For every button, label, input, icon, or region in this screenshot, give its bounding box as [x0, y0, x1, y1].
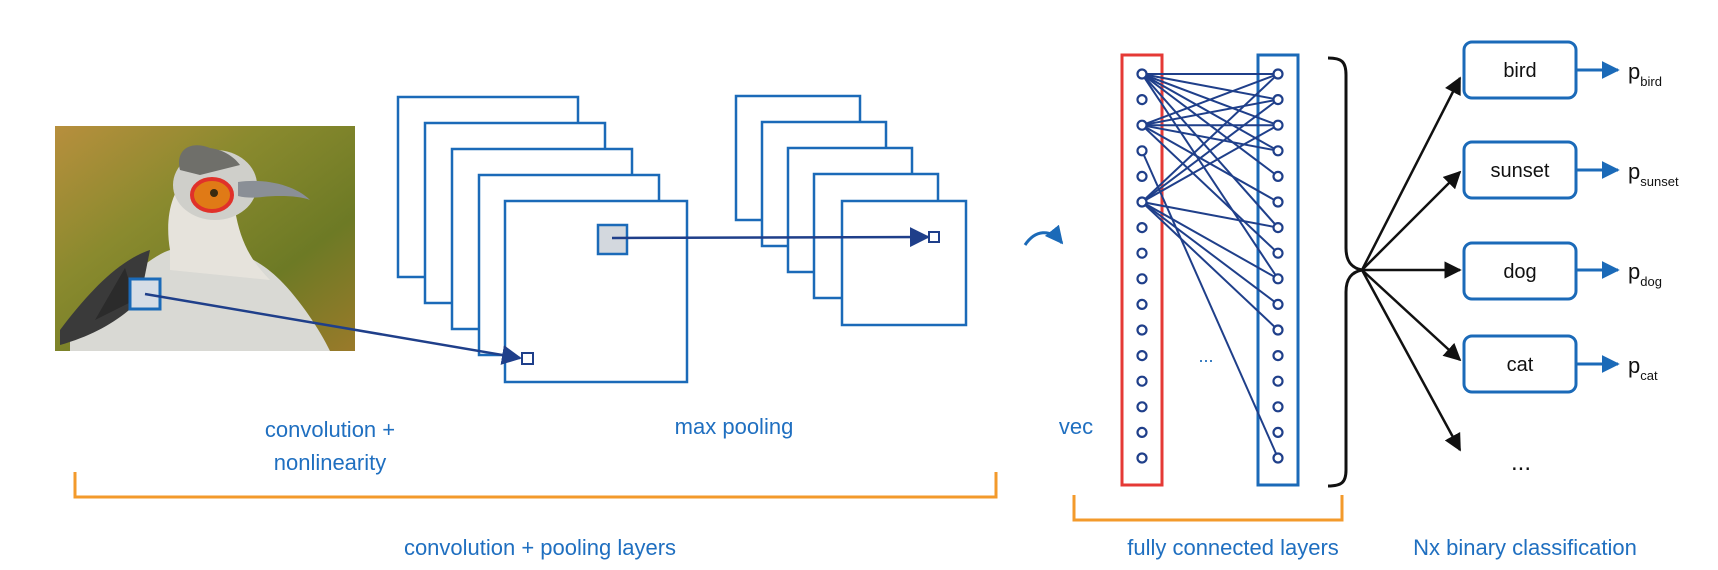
pool-output-pixel — [928, 231, 940, 243]
fc-connection-line — [1141, 73, 1279, 280]
fully-connected-label: fully connected layers — [1127, 535, 1339, 560]
fc-neuron — [1272, 401, 1284, 413]
vec-neuron — [1136, 145, 1148, 157]
vec-neuron — [1136, 298, 1148, 310]
fc-connection-line — [1141, 201, 1279, 280]
fc-neuron — [1272, 452, 1284, 464]
fc-neuron — [1272, 68, 1284, 80]
conv-mapping-arrow — [144, 292, 522, 365]
arrow-to-sunset — [1361, 170, 1462, 271]
convolution-label-line1: convolution + — [265, 417, 395, 442]
fc-connection-line — [1141, 201, 1279, 331]
classifier-arrows — [1360, 76, 1462, 452]
bird-photo-icon — [55, 126, 355, 351]
vec-neuron — [1136, 426, 1148, 438]
fc-connection-lines — [1141, 73, 1279, 459]
arrow-to-bird — [1360, 76, 1462, 271]
flatten-arrow-icon — [1023, 224, 1064, 246]
fc-neuron — [1272, 426, 1284, 438]
fc-neuron — [1272, 247, 1284, 259]
vec-neurons — [1136, 68, 1148, 464]
fc-neuron — [1272, 93, 1284, 106]
prob-label-cat: pcat — [1628, 353, 1658, 383]
class-box-dog: dog pdog — [1462, 241, 1662, 301]
pooling-window-marker — [596, 223, 629, 256]
fc-neuron — [1272, 350, 1284, 362]
vec-neuron — [1136, 170, 1148, 182]
fc-connection-line — [1141, 98, 1279, 203]
class-box-cat: cat pcat — [1462, 334, 1658, 394]
arrow-to-cat — [1361, 269, 1462, 362]
convolution-feature-maps — [396, 95, 689, 384]
fc-neuron — [1272, 119, 1284, 131]
vec-neuron — [1136, 324, 1148, 336]
class-label-dog: dog — [1503, 261, 1536, 283]
class-box-sunset: sunset psunset — [1462, 140, 1679, 200]
vec-neuron — [1136, 222, 1148, 234]
fc-column-box — [1256, 53, 1300, 487]
conv-pool-layers-label: convolution + pooling layers — [404, 535, 676, 560]
convolution-label-line2: nonlinearity — [274, 450, 387, 475]
fc-neurons — [1272, 68, 1284, 464]
fc-neuron — [1272, 145, 1284, 157]
binary-classification-label: Nx binary classification — [1413, 535, 1637, 560]
class-label-bird: bird — [1503, 60, 1536, 82]
class-label-cat: cat — [1507, 354, 1534, 376]
vec-neuron — [1136, 93, 1148, 106]
fc-neuron — [1272, 273, 1284, 285]
conv-pool-bracket — [73, 472, 998, 499]
vec-neuron — [1136, 375, 1148, 387]
fc-neuron — [1272, 196, 1284, 208]
fc-connection-line — [1141, 98, 1279, 127]
fully-connected-bracket — [1072, 495, 1344, 522]
vec-neuron — [1136, 68, 1148, 80]
fc-neuron — [1272, 298, 1284, 310]
vec-neuron — [1136, 119, 1148, 131]
conv-output-pixel — [521, 352, 534, 365]
prob-label-bird: pbird — [1628, 59, 1662, 89]
fc-neuron — [1272, 375, 1284, 387]
fc-connection-line — [1141, 124, 1279, 203]
vec-neuron — [1136, 452, 1148, 464]
vec-column-box — [1120, 53, 1164, 487]
fc-connection-line — [1141, 73, 1279, 127]
vec-neuron — [1136, 196, 1148, 208]
class-box-bird: bird pbird — [1462, 40, 1662, 100]
output-brace — [1327, 56, 1363, 488]
pooling-mapping-arrow — [611, 227, 930, 248]
vec-neuron — [1136, 350, 1148, 362]
class-label-sunset: sunset — [1491, 160, 1550, 182]
fc-connection-line — [1141, 201, 1279, 229]
fc-connection-line — [1141, 73, 1279, 203]
fc-connection-line — [1141, 201, 1279, 306]
max-pooling-label: max pooling — [675, 414, 794, 439]
fc-ellipsis: ... — [1198, 346, 1213, 366]
fc-neuron — [1272, 222, 1284, 234]
vec-neuron — [1136, 401, 1148, 413]
fc-connection-line — [1141, 150, 1279, 459]
prob-label-dog: pdog — [1628, 259, 1662, 289]
vec-neuron — [1136, 247, 1148, 259]
vec-neuron — [1136, 273, 1148, 285]
vec-label: vec — [1059, 414, 1093, 439]
more-classes-ellipsis: ... — [1511, 449, 1531, 476]
prob-label-sunset: psunset — [1628, 159, 1679, 189]
fc-neuron — [1272, 170, 1284, 182]
fc-connection-line — [1141, 124, 1279, 254]
max-pooling-feature-maps — [734, 94, 968, 327]
fc-neuron — [1272, 324, 1284, 336]
arrow-to-more — [1360, 269, 1462, 452]
